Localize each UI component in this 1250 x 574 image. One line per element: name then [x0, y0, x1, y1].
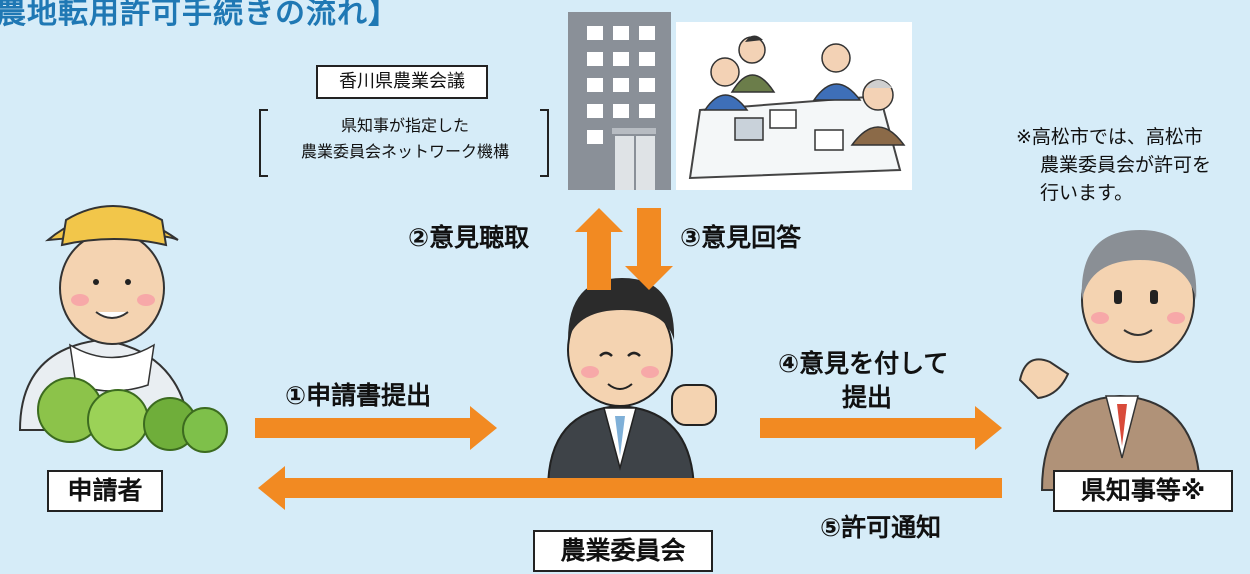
committee-staff-illustration: [546, 278, 717, 491]
org-subtitle-line2: 農業委員会ネットワーク機構: [300, 142, 509, 161]
page-title: 農地転用許可手続きの流れ】: [0, 0, 399, 31]
left-bracket: [259, 109, 268, 177]
farmer-illustration: [18, 205, 228, 453]
step-4-label-line2: 提出: [842, 383, 893, 412]
right-bracket: [540, 109, 549, 177]
applicant-label: 申請者: [47, 470, 163, 512]
committee-label: 農業委員会: [533, 530, 713, 572]
governor-illustration: [1018, 230, 1202, 491]
governor-label: 県知事等※: [1053, 470, 1233, 512]
meeting-illustration: [676, 22, 912, 190]
arrow-up-opinion-request: [575, 208, 623, 290]
step-1-label: ①申請書提出: [285, 381, 432, 410]
step-2-label: ②意見聴取: [408, 223, 530, 252]
step-3-label: ③意見回答: [680, 223, 802, 252]
building-icon: [568, 12, 671, 190]
note-line1: ※高松市では、高松市: [1016, 126, 1203, 148]
step-5-label: ⑤許可通知: [820, 513, 942, 542]
org-name-label: 香川県農業会議: [316, 65, 488, 99]
arrow-right-application: [255, 406, 497, 450]
step-4-label-line1: ④意見を付して: [778, 349, 949, 378]
arrow-right-submission: [760, 406, 1002, 450]
note-line3: 行います。: [1040, 182, 1134, 204]
arrow-left-permission-notice: [258, 466, 1002, 510]
org-subtitle-line1: 県知事が指定した: [340, 116, 469, 135]
arrow-down-opinion-answer: [625, 208, 673, 290]
note-line2: 農業委員会が許可を: [1040, 154, 1212, 176]
